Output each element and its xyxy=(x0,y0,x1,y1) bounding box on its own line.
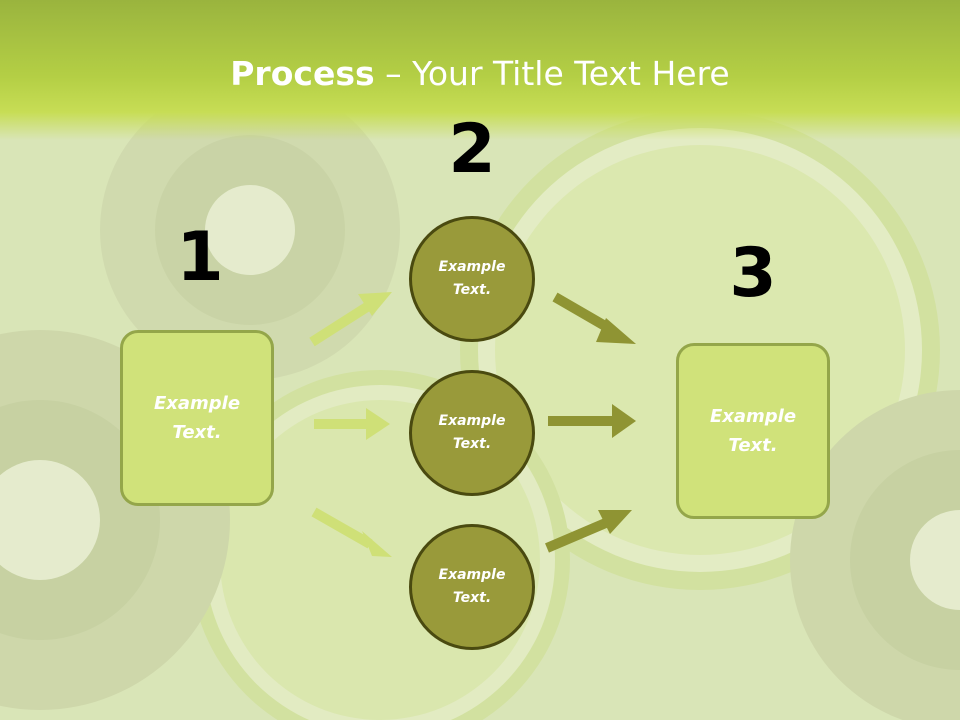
circle-top-line2: Text. xyxy=(452,282,492,298)
right-box-line2: Text. xyxy=(728,435,778,456)
arrow-left-to-top xyxy=(309,292,392,347)
title-rest: – Your Title Text Here xyxy=(374,54,730,93)
right-process-box: Example Text. xyxy=(676,343,830,519)
circle-bottom-line1: Example xyxy=(438,567,506,583)
circle-bottom-text: Example Text. xyxy=(427,564,517,610)
circle-bottom-line2: Text. xyxy=(452,590,492,606)
left-process-box: Example Text. xyxy=(120,330,274,506)
arrow-middle-to-right xyxy=(548,404,636,438)
left-box-text: Example Text. xyxy=(142,389,252,447)
arrow-top-to-right xyxy=(552,292,636,344)
title-band xyxy=(0,0,960,140)
left-box-line2: Text. xyxy=(172,422,222,443)
title-bold: Process xyxy=(230,54,375,93)
circle-middle-text: Example Text. xyxy=(427,410,517,456)
right-box-line1: Example xyxy=(709,406,797,427)
arrow-left-to-bottom xyxy=(311,507,392,557)
circle-middle-line2: Text. xyxy=(452,436,492,452)
arrow-left-to-middle xyxy=(314,408,390,440)
slide-title: Process – Your Title Text Here xyxy=(0,52,960,96)
circle-middle-line1: Example xyxy=(438,413,506,429)
circle-top-line1: Example xyxy=(438,259,506,275)
process-circle-bottom: Example Text. xyxy=(409,524,535,650)
step-number-2: 2 xyxy=(448,110,496,189)
right-box-text: Example Text. xyxy=(698,402,808,460)
process-circle-middle: Example Text. xyxy=(409,370,535,496)
left-box-line1: Example xyxy=(153,393,241,414)
step-number-3: 3 xyxy=(729,234,777,313)
process-circle-top: Example Text. xyxy=(409,216,535,342)
step-number-1: 1 xyxy=(176,218,224,297)
arrow-bottom-to-right xyxy=(545,510,632,553)
circle-top-text: Example Text. xyxy=(427,256,517,302)
